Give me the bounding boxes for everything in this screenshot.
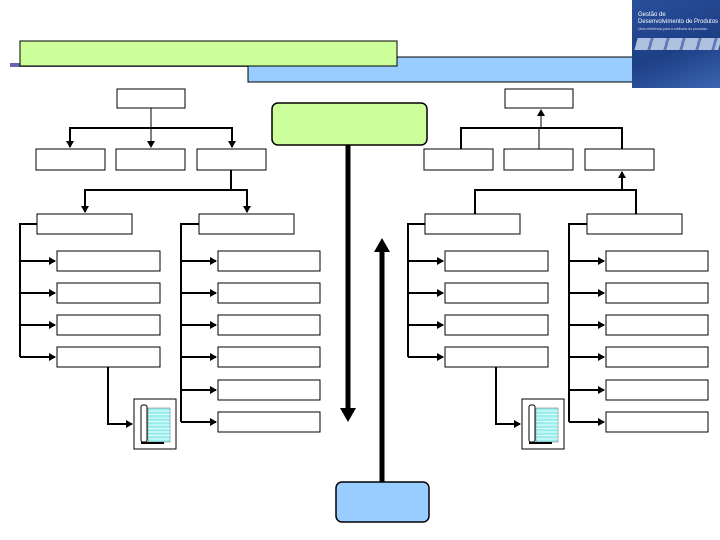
level2-box: [584, 148, 655, 171]
bracket: [407, 223, 425, 357]
leaf-box: [444, 282, 549, 304]
level3-box: [198, 213, 295, 235]
leaf-box: [444, 250, 549, 272]
bracket: [474, 189, 637, 214]
bracket: [460, 127, 623, 149]
leaf-box: [605, 346, 709, 368]
leaf-box: [56, 314, 161, 336]
green-title-banner: [19, 40, 398, 67]
bracket: [19, 223, 37, 357]
center-green-box: [271, 102, 428, 146]
level2-box: [423, 148, 494, 171]
bracket: [568, 223, 587, 422]
notebook-spine: [140, 404, 148, 443]
bottom-blue-box: [335, 481, 430, 523]
leaf-box: [444, 314, 549, 336]
leaf-box: [444, 346, 549, 368]
leaf-box: [217, 282, 321, 304]
leaf-box: [217, 250, 321, 272]
logo-graphic: [634, 38, 720, 50]
leaf-box: [605, 314, 709, 336]
notebook-spine: [528, 404, 536, 443]
left-hierarchy: [19, 88, 321, 450]
level3-box: [586, 213, 683, 235]
leaf-box: [605, 379, 709, 401]
level2-box: [115, 148, 186, 171]
notebook-icon-right: [528, 404, 559, 444]
level2-box: [35, 148, 106, 171]
arrow: [495, 367, 521, 428]
level2-box: [196, 148, 267, 171]
leaf-box: [217, 314, 321, 336]
leaf-box: [217, 379, 321, 401]
top-box: [116, 88, 186, 109]
top-box: [504, 88, 574, 109]
right-hierarchy: [407, 88, 709, 450]
leaf-box: [605, 282, 709, 304]
leaf-box: [56, 250, 161, 272]
bracket: [84, 189, 248, 212]
level3-box: [424, 213, 521, 235]
leaf-box: [605, 411, 709, 433]
notebook-icon-left: [140, 404, 171, 444]
leaf-box: [56, 346, 161, 368]
level2-box: [503, 148, 574, 171]
bracket: [180, 223, 199, 422]
leaf-box: [605, 250, 709, 272]
leaf-box: [217, 411, 321, 433]
arrow: [107, 367, 133, 428]
leaf-box: [217, 346, 321, 368]
level3-box: [36, 213, 133, 235]
leaf-box: [56, 282, 161, 304]
logo-subtitle: Uma referência para a melhoria do proces…: [638, 27, 708, 31]
